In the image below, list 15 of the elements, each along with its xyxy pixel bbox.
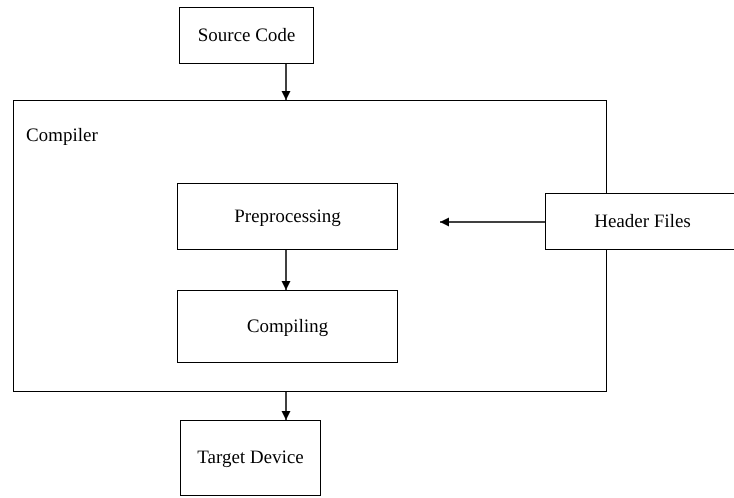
node-label: Header Files xyxy=(594,210,691,232)
process-box xyxy=(180,420,321,496)
node-label: Compiler xyxy=(26,125,98,147)
node-label: Compiling xyxy=(246,316,328,338)
node-label: Target Device xyxy=(197,447,304,469)
process-box xyxy=(177,290,398,363)
arrow xyxy=(282,64,290,100)
process-box xyxy=(177,183,398,250)
node-label: Preprocessing xyxy=(234,206,341,228)
arrow xyxy=(282,392,290,420)
arrow xyxy=(282,250,290,290)
arrow xyxy=(440,218,545,226)
process-box xyxy=(545,193,734,250)
node-label: Source Code xyxy=(198,24,296,46)
process-box xyxy=(179,7,314,64)
